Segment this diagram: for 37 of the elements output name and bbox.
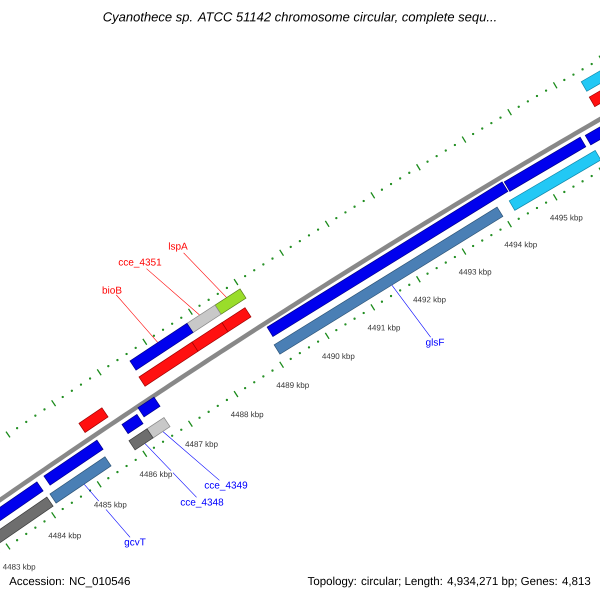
scale-label: 4484 kbp (48, 532, 82, 540)
scale-label: 4494 kbp (504, 240, 538, 250)
gene-bar (222, 307, 252, 332)
scale-label: 4486 kbp (139, 470, 173, 480)
scale-label: 4492 kbp (412, 296, 447, 304)
gene-bar (584, 124, 600, 146)
accession-text: Accession: NC_010546 (9, 576, 130, 588)
leader-line (144, 443, 197, 498)
gene-label: cce_4348 (180, 498, 224, 508)
scale-label: 4490 kbp (321, 352, 356, 362)
scale-label: 4485 kbp (93, 501, 128, 510)
gene-bar (192, 322, 228, 352)
scale-label: 4487 kbp (184, 440, 219, 449)
gene-bar (504, 136, 586, 192)
leader-line (183, 252, 227, 298)
title: Cyanothece sp. ATCC 51142 chromosome circular, complete sequ... (103, 12, 496, 24)
gene-bar (580, 70, 600, 92)
gene-label: lspA (168, 242, 188, 252)
scale-label: 4493 kbp (458, 268, 492, 277)
gene-label: glsF (426, 338, 444, 348)
gene-label: gcvT (124, 538, 146, 548)
scale-label: 4495 kbp (549, 214, 584, 223)
gene-bar (274, 206, 504, 355)
gene-label: bioB (102, 286, 122, 294)
gene-bar (508, 150, 600, 211)
gene-label: cce_4349 (204, 482, 248, 490)
leader-line (162, 431, 220, 481)
genome-summary: Topology: circular; Length: 4,934,271 bp; Genes: 4,813 (308, 576, 590, 588)
gene-bar (588, 88, 600, 108)
gene-bar (186, 304, 222, 334)
leader-line (116, 294, 158, 343)
leader-line (146, 268, 200, 316)
scale-label: 4488 kbp (230, 410, 264, 420)
scale-label: 4483 kbp (2, 563, 36, 572)
gene-label: cce_4351 (118, 258, 162, 268)
scale-label: 4491 kbp (367, 324, 401, 333)
scale-label: 4489 kbp (276, 382, 310, 390)
